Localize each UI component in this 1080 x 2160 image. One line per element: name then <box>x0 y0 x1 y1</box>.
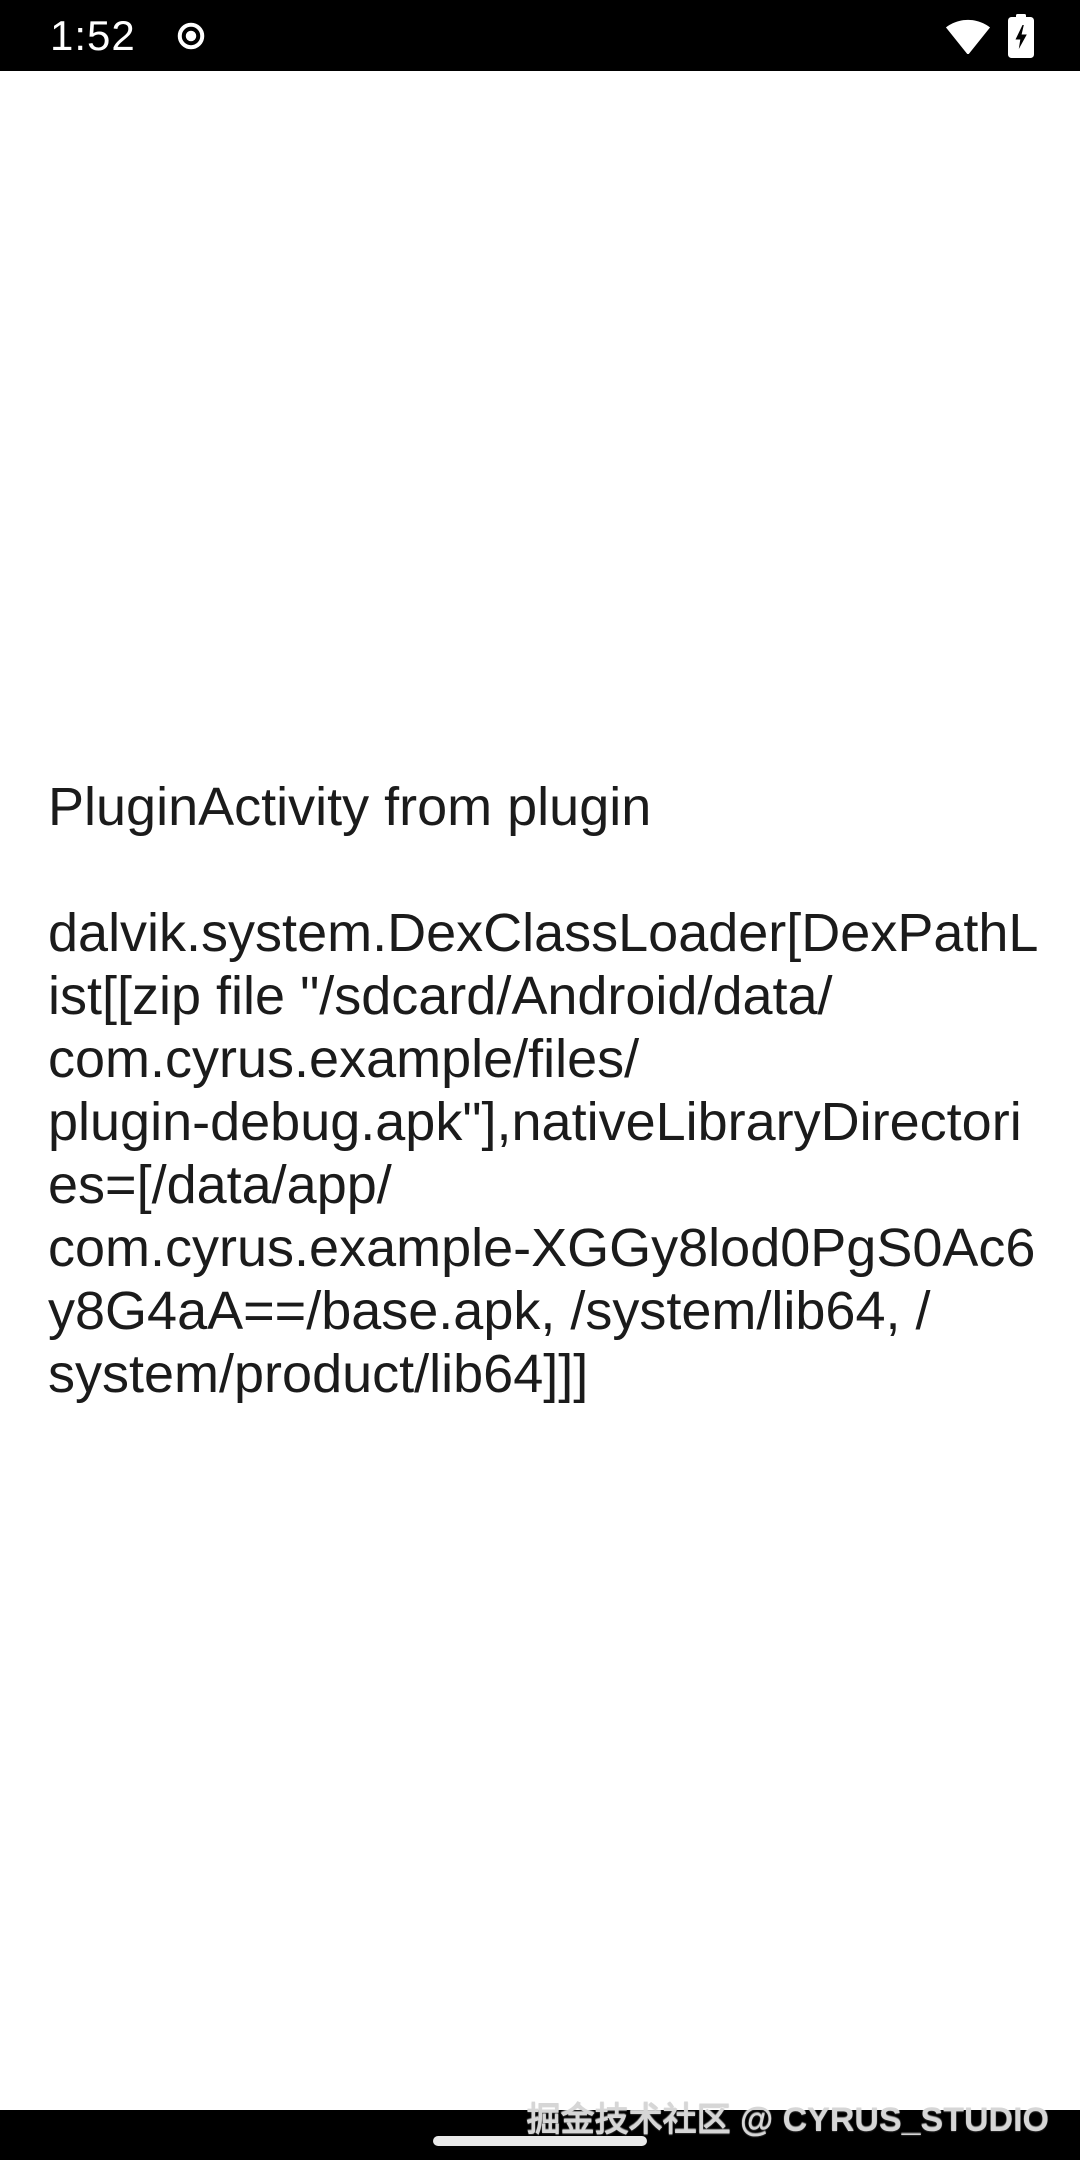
screen-record-icon <box>176 21 206 51</box>
battery-charging-icon <box>1008 13 1034 58</box>
plugin-activity-title: PluginActivity from plugin <box>48 776 652 837</box>
wifi-icon <box>945 17 991 54</box>
home-indicator[interactable] <box>433 2136 647 2146</box>
watermark-text: 掘金技术社区 @ CYRUS_STUDIO <box>526 2101 1049 2139</box>
status-bar[interactable]: 1:52 <box>0 0 1080 71</box>
content-area: PluginActivity from plugin dalvik.system… <box>0 71 1080 2110</box>
gesture-nav-bar <box>0 2110 1080 2160</box>
dex-classloader-text: dalvik.system.DexClassLoader[DexPathL is… <box>48 902 1039 1404</box>
status-bar-clock: 1:52 <box>50 12 136 59</box>
